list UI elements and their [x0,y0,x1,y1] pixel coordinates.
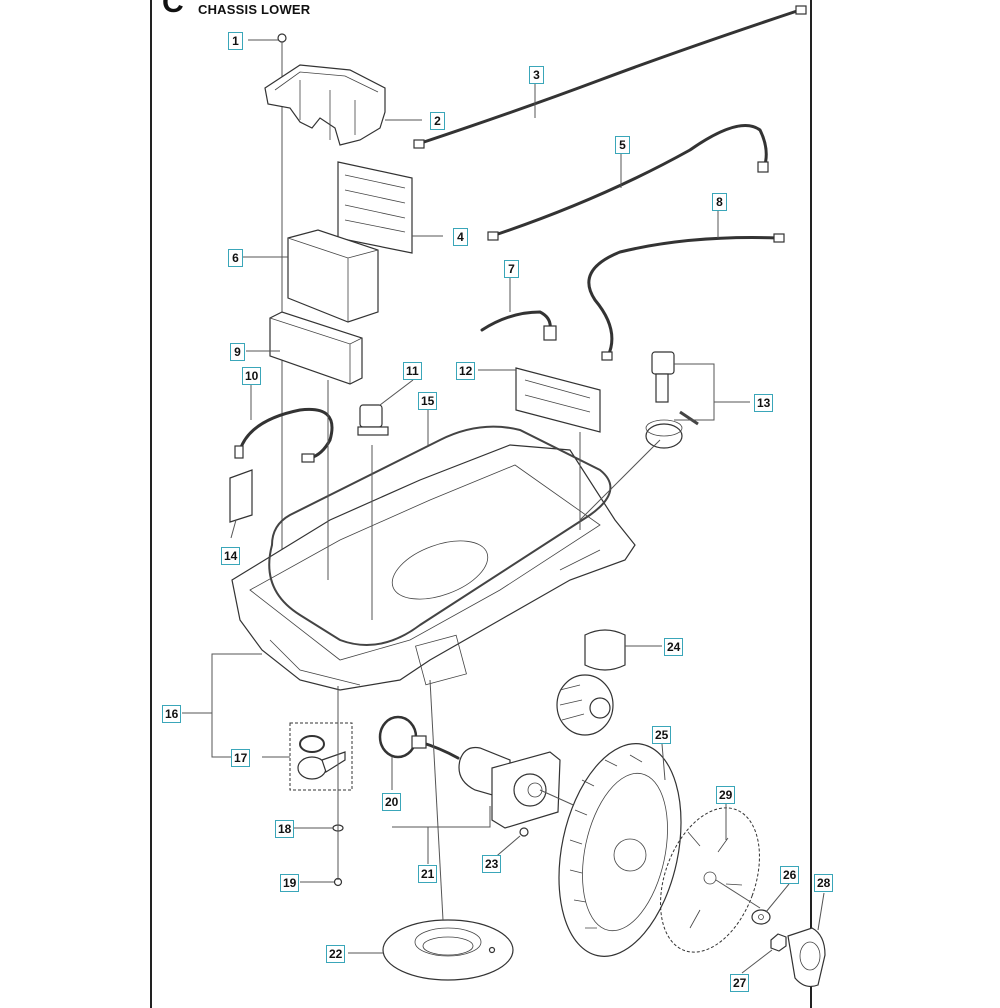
callout-27[interactable]: 27 [730,974,750,992]
callout-8[interactable]: 8 [712,193,727,211]
callout-18[interactable]: 18 [275,820,295,838]
callout-5[interactable]: 5 [615,136,630,154]
callout-1[interactable]: 1 [228,32,243,50]
callout-6[interactable]: 6 [228,249,243,267]
callout-21[interactable]: 21 [418,865,438,883]
part-1-screw [277,33,287,560]
part-7-cable-harness [480,310,557,341]
part-3-cable [413,5,807,149]
callout-14[interactable]: 14 [221,547,241,565]
callout-28[interactable]: 28 [814,874,834,892]
callout-15[interactable]: 15 [418,392,438,410]
part-9-foam-block [269,311,363,385]
callout-23[interactable]: 23 [482,855,502,873]
leader-lines [182,39,825,974]
part-11-connector [357,404,389,436]
part-21-wheel-motor [411,735,581,829]
part-22-bearing-ring [382,919,514,981]
callout-12[interactable]: 12 [456,362,476,380]
section-letter: C [162,0,184,19]
part-15-cable-loop [268,425,612,646]
callout-29[interactable]: 29 [716,786,736,804]
part-16-chassis-lower [231,444,636,691]
part-13-sensor-kit [645,351,699,449]
part-14-circuit-board-small [229,469,253,523]
callout-25[interactable]: 25 [652,726,672,744]
part-10-cable [234,407,334,463]
part-23-screw [519,827,529,837]
callout-20[interactable]: 20 [382,793,402,811]
callout-24[interactable]: 24 [664,638,684,656]
callout-7[interactable]: 7 [504,260,519,278]
callout-13[interactable]: 13 [754,394,774,412]
callout-2[interactable]: 2 [430,112,445,130]
part-6-battery-pack [287,229,379,323]
part-29-wheel-disc [660,807,761,953]
part-19-screw [333,686,343,887]
part-4-circuit-board [337,161,413,254]
callout-19[interactable]: 19 [280,874,300,892]
callout-26[interactable]: 26 [780,866,800,884]
callout-10[interactable]: 10 [242,367,262,385]
callout-22[interactable]: 22 [326,945,346,963]
page-frame [150,0,812,1008]
section-title: CHASSIS LOWER [198,2,311,17]
part-24-front-wheel-assembly [556,629,626,736]
callout-4[interactable]: 4 [453,228,468,246]
part-12-circuit-board-strip [515,367,601,433]
callout-3[interactable]: 3 [529,66,544,84]
part-25-drive-wheel [558,743,682,957]
part-26-washer [751,909,771,925]
callout-9[interactable]: 9 [230,343,245,361]
part-17-seal-kit [289,722,353,791]
callout-11[interactable]: 11 [403,362,422,380]
part-28-hub-cap [787,927,826,988]
callout-17[interactable]: 17 [231,749,251,767]
part-2-bracket-housing [264,64,386,146]
part-27-nut [770,933,787,952]
part-20-o-ring [378,715,418,759]
part-5-cable [487,124,769,241]
callout-16[interactable]: 16 [162,705,182,723]
part-8-cable [587,233,785,361]
